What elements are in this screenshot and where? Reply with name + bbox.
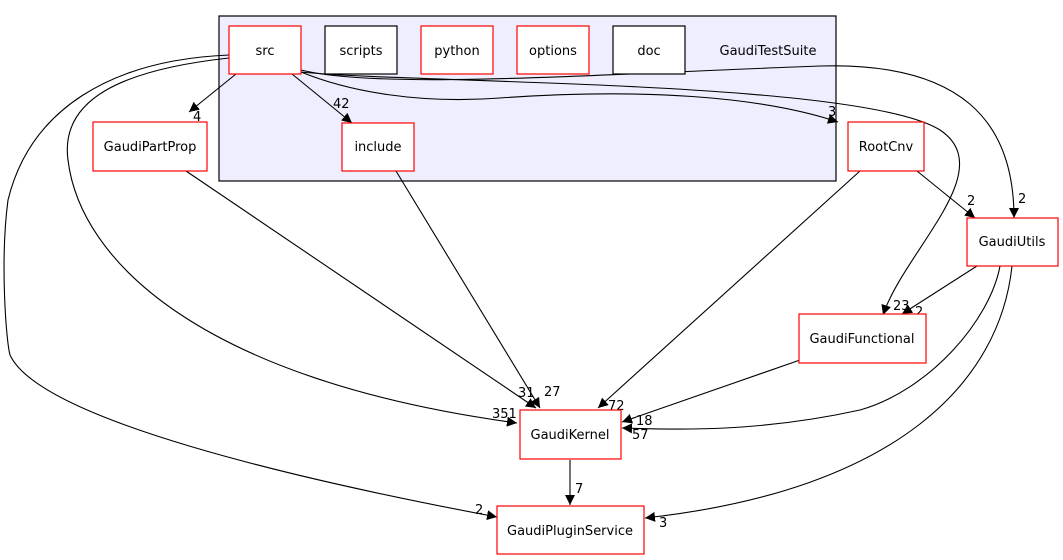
node-gaudiutils[interactable]: GaudiUtils — [966, 217, 1059, 267]
node-rootcnv[interactable]: RootCnv — [847, 121, 925, 172]
node-gaudipluginservice[interactable]: GaudiPluginService — [496, 505, 645, 555]
node-src[interactable]: src — [228, 25, 302, 75]
node-gaudifunctional[interactable]: GaudiFunctional — [798, 313, 927, 364]
node-include-label: include — [354, 140, 401, 155]
node-src-box[interactable] — [228, 25, 302, 75]
node-gaudipartprop-box[interactable] — [92, 121, 208, 172]
edge-label-include-gaudikernel: 27 — [544, 385, 561, 400]
node-gaudipartprop-label: GaudiPartProp — [104, 140, 197, 155]
edge-rootcnv-gaudiutils — [916, 170, 976, 219]
edge-gaudiutils-gaudipluginservice — [644, 265, 1013, 522]
edge-src-gaudiutils — [300, 65, 1019, 219]
edges — [3, 54, 1019, 522]
edge-include-gaudikernel — [395, 170, 541, 409]
edge-gaudiutils-gaudifunctional — [901, 265, 978, 315]
node-gaudifunctional-box[interactable] — [798, 313, 927, 364]
edge-label-src-rootcnv: 3 — [828, 105, 836, 120]
node-gaudiutils-label: GaudiUtils — [979, 235, 1046, 250]
edge-label-rootcnv-gaudiutils: 2 — [967, 194, 975, 209]
node-include-box[interactable] — [341, 122, 415, 172]
node-gaudikernel[interactable]: GaudiKernel — [519, 409, 622, 460]
node-src-label: src — [256, 44, 275, 59]
node-rootcnv-box[interactable] — [847, 121, 925, 172]
node-gaudifunctional-label: GaudiFunctional — [809, 332, 914, 347]
edge-gaudiutils-gaudikernel — [621, 265, 1001, 434]
node-python-box[interactable] — [420, 25, 494, 75]
edge-label-src-include: 42 — [333, 97, 350, 112]
edge-src-gaudipartprop — [188, 73, 237, 113]
edge-label-gaudipartprop-gaudikernel: 31 — [518, 386, 535, 401]
node-doc[interactable]: doc — [612, 25, 686, 75]
node-rootcnv-label: RootCnv — [859, 140, 914, 155]
edge-src-rootcnv — [300, 71, 839, 124]
node-python-label: python — [434, 44, 479, 59]
edge-label-src-gaudiutils: 2 — [1018, 192, 1026, 207]
node-doc-label: doc — [637, 44, 660, 59]
node-scripts-box[interactable] — [324, 25, 398, 75]
node-scripts-label: scripts — [340, 44, 383, 59]
node-options-box[interactable] — [516, 25, 590, 75]
edge-label-src-gaudikernel: 351 — [492, 407, 517, 422]
edge-label-gaudifunctional-gaudikernel: 18 — [636, 414, 653, 429]
edge-gaudipartprop-gaudikernel — [185, 170, 537, 409]
edge-label-src-gaudipluginservice: 2 — [475, 503, 483, 518]
edge-src-include — [291, 73, 353, 124]
node-gaudipluginservice-box[interactable] — [496, 505, 645, 555]
edge-labels: 4 42 3 2 23 351 2 31 27 72 2 2 57 3 18 7 — [193, 97, 1026, 531]
node-gaudipluginservice-label: GaudiPluginService — [507, 524, 633, 539]
node-gaudikernel-box[interactable] — [519, 409, 622, 460]
edge-label-gaudiutils-gaudipluginservice: 3 — [659, 516, 667, 531]
edge-label-gaudiutils-gaudifunctional: 2 — [915, 305, 923, 320]
edge-label-src-gaudifunctional: 23 — [893, 299, 910, 314]
edge-rootcnv-gaudikernel — [597, 170, 861, 409]
edge-gaudifunctional-gaudikernel — [621, 359, 801, 424]
node-include[interactable]: include — [341, 122, 415, 172]
node-gaudiutils-box[interactable] — [966, 217, 1059, 267]
edge-src-gaudifunctional — [300, 71, 961, 316]
edge-src-gaudikernel — [66, 57, 518, 427]
node-options[interactable]: options — [516, 25, 590, 75]
edge-src-gaudipluginservice — [3, 54, 498, 521]
node-gaudipartprop[interactable]: GaudiPartProp — [92, 121, 208, 172]
node-scripts[interactable]: scripts — [324, 25, 398, 75]
edge-label-gaudikernel-gaudipluginservice: 7 — [575, 482, 583, 497]
node-doc-box[interactable] — [612, 25, 686, 75]
node-gaudikernel-label: GaudiKernel — [531, 428, 610, 443]
node-python[interactable]: python — [420, 25, 494, 75]
node-options-label: options — [529, 44, 577, 59]
cluster-label: GaudiTestSuite — [720, 44, 817, 59]
edge-label-gaudiutils-gaudikernel: 57 — [632, 428, 649, 443]
edge-label-src-gaudipartprop: 4 — [193, 110, 201, 125]
